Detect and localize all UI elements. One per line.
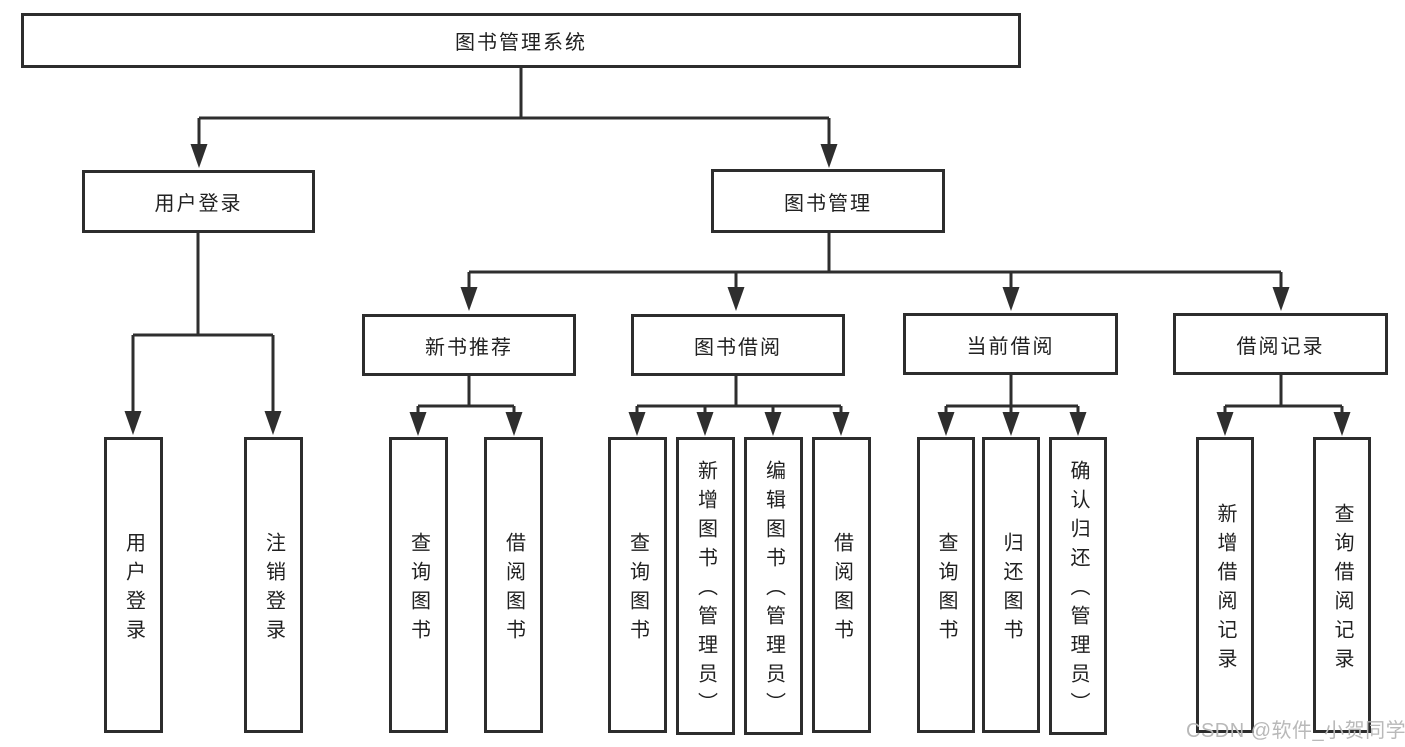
leaf-label: 借阅图书: [502, 531, 525, 648]
leaf-label: 查询图书: [407, 531, 430, 648]
arrow-icon: [1069, 412, 1087, 436]
node-current-borrow: 当前借阅: [903, 313, 1118, 375]
arrow-icon: [937, 412, 955, 436]
arrow-icon: [505, 412, 523, 436]
leaf-label: 查询图书: [626, 531, 649, 648]
leaf-label: 新增借阅记录: [1214, 502, 1236, 677]
leaf-add-books-admin: 新增图书（管理员）: [676, 437, 735, 735]
arrow-icon: [1002, 412, 1020, 436]
leaf-query-books-current: 查询图书: [917, 437, 975, 733]
leaf-label: 借阅图书: [830, 531, 853, 648]
leaf-label: 查询图书: [935, 531, 957, 648]
leaf-label: 用户登录: [122, 531, 145, 648]
arrow-icon: [1272, 287, 1290, 311]
arrow-icon: [1333, 412, 1351, 436]
arrow-icon: [820, 144, 838, 168]
connector-root-to-level1: [197, 68, 831, 147]
leaf-borrow-books-newbook: 借阅图书: [484, 437, 543, 733]
leaf-label: 注销登录: [262, 531, 285, 648]
connector-newbook-to-leaves: [416, 375, 516, 417]
arrow-icon: [1216, 412, 1234, 436]
connector-userlogin-to-leaves: [131, 233, 275, 414]
leaf-label: 查询借阅记录: [1331, 502, 1353, 677]
leaf-label: 归还图书: [1000, 531, 1022, 648]
leaf-label: 确认归还（管理员）: [1067, 460, 1089, 721]
arrow-icon: [628, 412, 646, 436]
arrow-icon: [264, 411, 282, 435]
node-new-book-recommend: 新书推荐: [362, 314, 576, 376]
leaf-logout: 注销登录: [244, 437, 303, 733]
node-borrow-records: 借阅记录: [1173, 313, 1388, 375]
leaf-confirm-return-admin: 确认归还（管理员）: [1049, 437, 1107, 735]
connector-records-to-leaves: [1223, 375, 1344, 417]
arrow-icon: [409, 412, 427, 436]
leaf-add-borrow-record: 新增借阅记录: [1196, 437, 1254, 733]
arrow-icon: [764, 412, 782, 436]
connector-current-to-leaves: [944, 375, 1080, 417]
arrow-icon: [832, 412, 850, 436]
arrow-icon: [190, 144, 208, 168]
csdn-watermark: CSDN @软件_小贺同学: [1186, 720, 1405, 742]
node-library-management-system: 图书管理系统: [21, 13, 1021, 68]
leaf-label: 编辑图书（管理员）: [762, 460, 785, 721]
leaf-query-borrow-record: 查询借阅记录: [1313, 437, 1371, 733]
arrow-icon: [460, 287, 478, 311]
connector-borrow-to-leaves: [635, 375, 843, 417]
arrow-icon: [727, 287, 745, 311]
node-book-borrow: 图书借阅: [631, 314, 845, 376]
leaf-query-books-borrow: 查询图书: [608, 437, 667, 733]
arrow-icon: [1002, 287, 1020, 311]
leaf-label: 新增图书（管理员）: [694, 460, 717, 721]
node-user-login: 用户登录: [82, 170, 315, 233]
connector-bookmgmt-to-level2: [467, 233, 1283, 291]
leaf-edit-books-admin: 编辑图书（管理员）: [744, 437, 803, 735]
leaf-query-books-newbook: 查询图书: [389, 437, 448, 733]
leaf-return-books: 归还图书: [982, 437, 1040, 733]
arrow-icon: [696, 412, 714, 436]
leaf-user-login: 用户登录: [104, 437, 163, 733]
node-book-management: 图书管理: [711, 169, 945, 233]
arrow-icon: [124, 411, 142, 435]
leaf-borrow-books-borrow: 借阅图书: [812, 437, 871, 733]
